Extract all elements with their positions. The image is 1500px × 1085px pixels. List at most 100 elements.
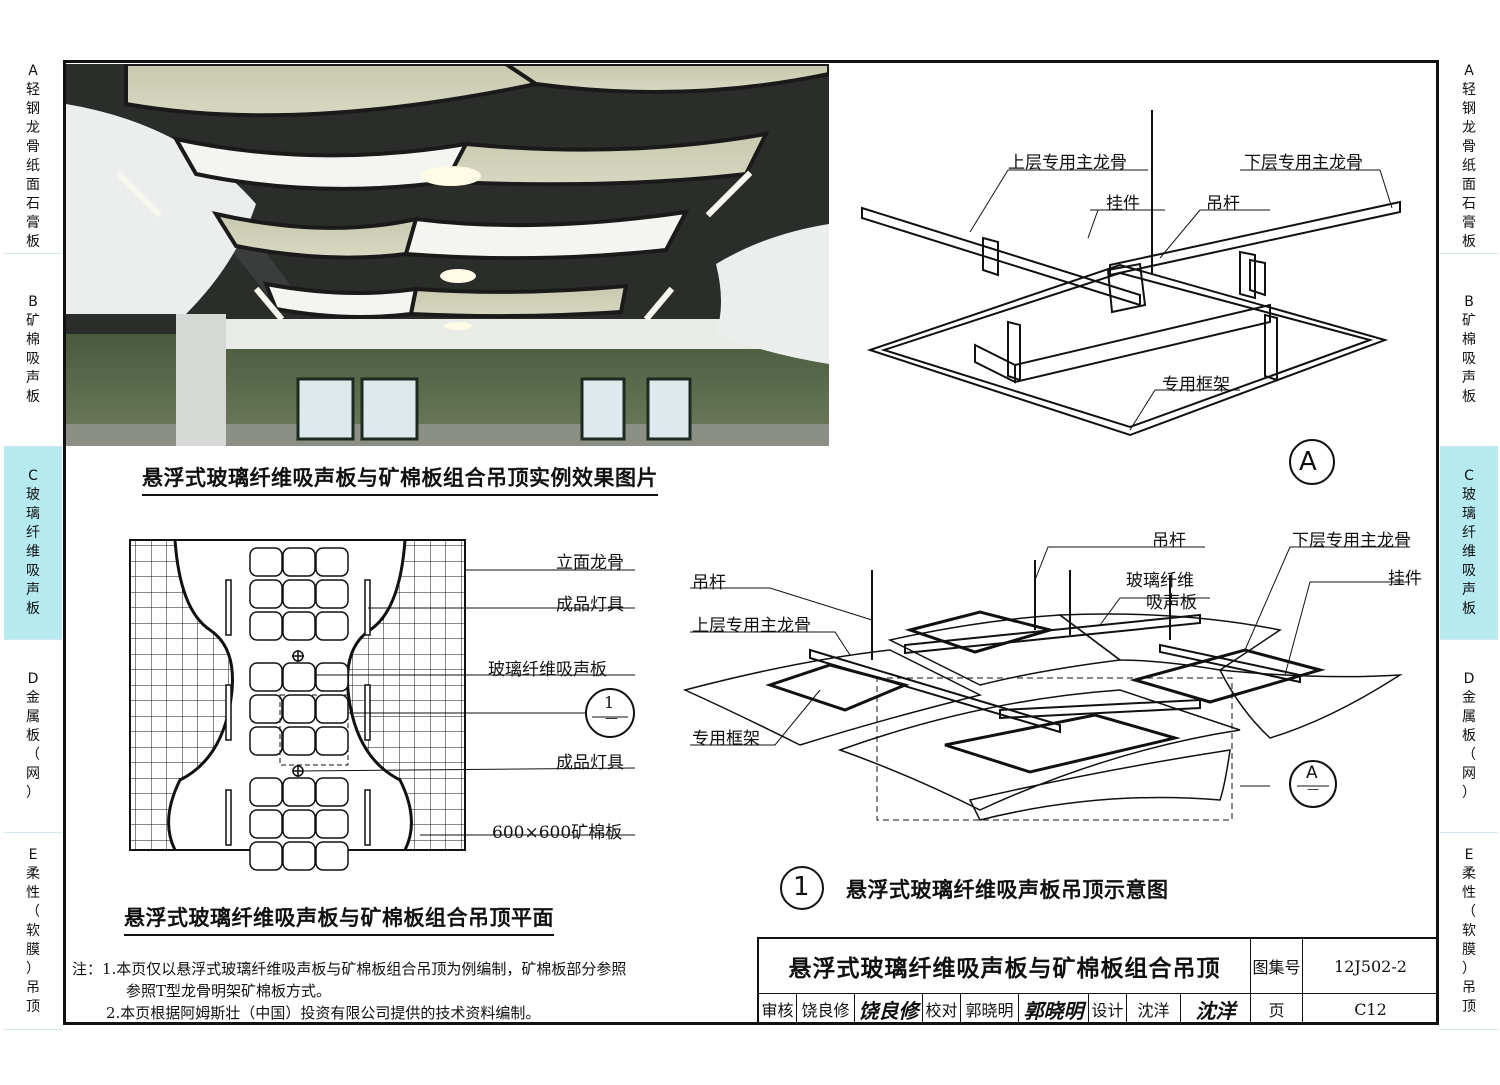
side-tab-char: 属 <box>26 708 40 725</box>
side-tab-char: 玻 <box>1462 487 1476 503</box>
side-tab-char: （ <box>1462 746 1476 763</box>
side-tab-char: 软 <box>26 922 40 939</box>
photo-caption: 悬浮式玻璃纤维吸声板与矿棉板组合吊顶实例效果图片 <box>142 462 658 496</box>
side-tab-char: 石 <box>1462 195 1476 212</box>
side-tab-char: （ <box>1462 903 1476 920</box>
label-iso-frame: 专用框架 <box>692 729 760 749</box>
side-tab-char: 板 <box>1462 601 1476 617</box>
side-tab-letter: D <box>1463 670 1475 687</box>
side-tab-char: 玻 <box>26 487 40 503</box>
side-tab-letter: D <box>27 670 39 687</box>
side-tab-char: 顶 <box>1462 998 1476 1015</box>
side-tab-char: 纸 <box>1462 157 1476 174</box>
plan-caption: 悬浮式玻璃纤维吸声板与矿棉板组合吊顶平面 <box>124 902 554 936</box>
label-frame: 专用框架 <box>1162 375 1230 395</box>
side-tab-letter: C <box>28 468 38 484</box>
checker-name: 郭晓明 <box>961 994 1019 1025</box>
label-iso-rod-top: 吊杆 <box>1152 531 1186 551</box>
side-tab-char: 属 <box>1462 708 1476 725</box>
side-tab-char: 性 <box>1462 884 1476 901</box>
iso-drawing <box>682 546 1410 821</box>
side-tab-char: 棉 <box>1462 332 1476 348</box>
side-tab-char: 纤 <box>1462 525 1476 541</box>
side-tab-char: 面 <box>26 176 40 193</box>
side-tab-char: 矿 <box>26 313 40 329</box>
side-tab-char: ） <box>26 960 40 977</box>
label-hanger: 挂件 <box>1106 194 1140 214</box>
side-tab-letter: B <box>1464 294 1474 310</box>
side-tab-char: （ <box>26 746 40 763</box>
label-mineral-board: 600×600矿棉板 <box>492 823 623 843</box>
side-tab-char: ） <box>1462 960 1476 977</box>
side-tab-char: 板 <box>1462 727 1476 744</box>
designer-name: 沈洋 <box>1127 994 1181 1025</box>
label-lower-main-keel: 下层专用主龙骨 <box>1244 153 1363 173</box>
side-tab-char: 金 <box>26 689 40 706</box>
side-tab-letter: B <box>28 294 38 310</box>
side-tab-char: 板 <box>26 727 40 744</box>
side-tab-char: 柔 <box>1462 865 1476 882</box>
side-tab-char: 轻 <box>26 81 40 98</box>
side-tab-char: 膏 <box>26 214 40 231</box>
side-tab-char: ） <box>26 784 40 801</box>
side-tab-char: 板 <box>26 233 40 250</box>
iso-caption: 悬浮式玻璃纤维吸声板吊顶示意图 <box>846 878 1169 902</box>
side-tab-char: 吸 <box>26 563 40 579</box>
side-tab-char: 性 <box>26 884 40 901</box>
iso-caption-circle <box>780 866 824 910</box>
side-tab-char: 骨 <box>26 138 40 155</box>
reviewer-name: 饶良修 <box>797 994 855 1025</box>
atlas-number: 12J502-2 <box>1303 939 1439 994</box>
ceiling-photo <box>66 64 829 446</box>
detail-a-marker: A <box>1299 447 1317 477</box>
review-label: 审核 <box>759 994 797 1025</box>
side-tab-char: 轻 <box>1462 81 1476 98</box>
notes: 注：1.本页仅以悬浮式玻璃纤维吸声板与矿棉板组合吊顶为例编制，矿棉板部分参照 参… <box>72 958 626 1024</box>
label-iso-upper-main: 上层专用主龙骨 <box>692 616 811 636</box>
side-tab-char: 膜 <box>26 941 40 958</box>
note-line-1: 注：1.本页仅以悬浮式玻璃纤维吸声板与矿棉板组合吊顶为例编制，矿棉板部分参照 <box>72 960 627 978</box>
check-label: 校对 <box>923 994 961 1025</box>
side-tab-char: 板 <box>1462 233 1476 250</box>
plan-drawing <box>129 539 636 871</box>
iso-marker: A <box>1306 763 1318 783</box>
label-upper-main-keel: 上层专用主龙骨 <box>1008 153 1127 173</box>
side-tab-char: （ <box>26 903 40 920</box>
side-tab-char: 吊 <box>26 979 40 996</box>
side-tab-char: 声 <box>1462 370 1476 386</box>
side-tab-char: 板 <box>26 389 40 405</box>
side-tab-letter: E <box>28 846 38 863</box>
side-tab-char: 骨 <box>1462 138 1476 155</box>
label-light-fixture-1: 成品灯具 <box>556 595 624 615</box>
side-tab-char: 吸 <box>26 351 40 367</box>
side-tab-char: 软 <box>1462 922 1476 939</box>
plan-ref-marker-sub: — <box>605 711 618 726</box>
detail-a-drawing <box>861 110 1401 485</box>
side-tab-char: 龙 <box>1462 119 1476 136</box>
side-tab-char: 网 <box>1462 765 1476 782</box>
side-tab-char: 维 <box>1462 544 1476 560</box>
atlas-label: 图集号 <box>1251 939 1303 994</box>
side-tab-char: 网 <box>26 765 40 782</box>
side-tab-letter: C <box>1464 468 1474 484</box>
designer-signature: 沈洋 <box>1181 994 1251 1025</box>
label-iso-hanger: 挂件 <box>1388 569 1422 589</box>
design-label: 设计 <box>1089 994 1127 1025</box>
side-tab-char: 吊 <box>1462 979 1476 996</box>
side-tab-char: 膏 <box>1462 214 1476 231</box>
side-tab-char: 石 <box>26 195 40 212</box>
drawing-frame <box>63 60 1439 1025</box>
label-iso-rod-left: 吊杆 <box>692 573 726 593</box>
side-tab-char: 龙 <box>26 119 40 136</box>
